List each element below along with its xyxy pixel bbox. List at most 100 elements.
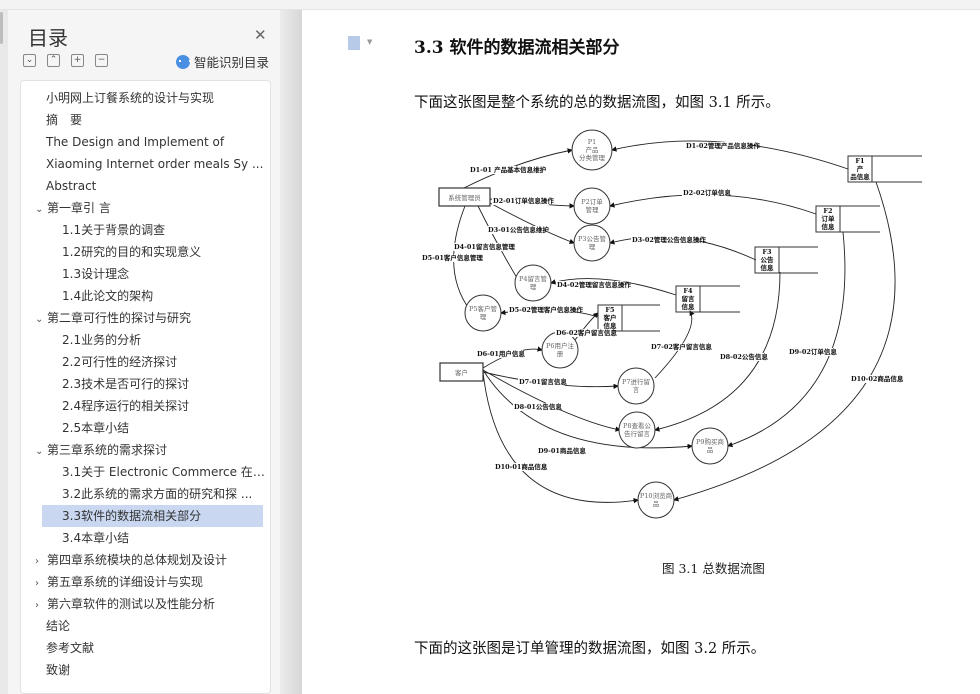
process-label: 册 (557, 350, 564, 358)
process-label: 品 (707, 446, 714, 454)
toc-item[interactable]: 3.3软件的数据流相关部分 (42, 505, 263, 527)
flow-label-bg (682, 189, 729, 197)
flow-arrow (727, 231, 846, 448)
process-label: 品 (653, 500, 660, 508)
flow-arrow (550, 278, 677, 296)
process-label: P8查看公 (623, 421, 652, 430)
flow-label: D9-02订单信息 (789, 347, 837, 356)
flow-label-bg (850, 375, 902, 383)
process-label: P2订单 (581, 197, 603, 206)
process-label: 言 (633, 385, 640, 394)
flow-arrow (482, 371, 639, 504)
process-label: 理 (480, 313, 487, 321)
flow-label: D6-01用户信息 (477, 349, 525, 358)
flow-label-bg (492, 197, 550, 205)
figure-caption: 图 3.1 总数据流图 (662, 561, 765, 576)
toc-item[interactable]: ›第四章系统模块的总体规划及设计 (21, 549, 266, 571)
smart-toc-icon (176, 54, 191, 69)
process-node (637, 481, 675, 519)
toc-item[interactable]: ›第五章系统的详细设计与实现 (21, 571, 266, 593)
flow-label-bg (537, 447, 584, 455)
chevron-down-icon[interactable]: ⌄ (35, 314, 44, 325)
paragraph: 下面这张图是整个系统的总的数据流图，如图 3.1 所示。 (414, 95, 780, 111)
expand-all-icon[interactable]: ⌄ (23, 54, 36, 67)
process-node (571, 129, 613, 171)
store-label: 留言 (682, 294, 696, 303)
chevron-down-icon[interactable]: ⌄ (35, 204, 44, 215)
chevron-down-icon[interactable]: ▼ (367, 38, 373, 46)
flow-label: D9-01商品信息 (538, 446, 586, 455)
store-label: 公告 (761, 255, 775, 264)
process-label: 告行留言 (624, 429, 651, 438)
entity-label: 系统管理员 (448, 193, 481, 202)
process-node (573, 224, 611, 262)
add-level-icon[interactable]: + (71, 54, 84, 67)
store-label: 品信息 (850, 172, 870, 181)
smart-toc-button[interactable]: 智能识别目录 (176, 52, 269, 71)
chevron-right-icon[interactable]: › (35, 578, 39, 589)
data-store (675, 285, 740, 313)
flow-label: D2-01订单信息操作 (493, 196, 554, 205)
flow-arrow (489, 202, 575, 244)
toc-item[interactable]: ⌄第一章引 言 (21, 197, 266, 219)
toc-toolbar: ⌄ ⌃ + − (23, 54, 108, 67)
entity-label: 客户 (455, 368, 468, 377)
process-node (464, 294, 502, 332)
flow-label: D4-01留言信息管理 (454, 242, 515, 251)
data-store (597, 304, 660, 332)
entity-customer (439, 362, 484, 382)
top-toolbar-strip (0, 0, 980, 10)
flow-label-bg (508, 306, 576, 314)
remove-level-icon[interactable]: − (95, 54, 108, 67)
toc-item[interactable]: ⌄第三章系统的需求探讨 (21, 439, 266, 461)
toc-title: 目录 (28, 26, 68, 50)
entity-admin (438, 187, 491, 207)
process-label: P7进行留 (622, 377, 650, 386)
flow-label-bg (513, 403, 560, 411)
process-label: P10浏览商 (640, 491, 673, 500)
flow-label: D1-01 产品基本信息维护 (470, 165, 547, 174)
store-label: F3 (762, 248, 772, 256)
process-label: 产品 (586, 145, 599, 154)
flow-label-bg (555, 329, 613, 337)
close-icon[interactable]: ✕ (254, 26, 267, 44)
process-label: P9购买商 (696, 437, 725, 446)
data-store (754, 246, 818, 274)
toc-item[interactable]: ›第六章软件的测试以及性能分析 (21, 593, 266, 615)
flow-label-bg (556, 281, 624, 289)
process-label: P6用户注 (546, 341, 575, 350)
collapse-all-icon[interactable]: ⌃ (47, 54, 60, 67)
chevron-right-icon[interactable]: › (35, 600, 39, 611)
flow-label: D5-02管理客户信息操作 (509, 305, 583, 314)
left-scrollbar[interactable] (0, 12, 3, 44)
store-label: 信息 (822, 222, 836, 231)
document-page (302, 10, 980, 694)
flow-label-bg (421, 254, 479, 262)
document-icon[interactable] (348, 36, 360, 50)
flow-label-bg (518, 378, 565, 386)
store-label: F4 (683, 287, 693, 295)
chevron-down-icon[interactable]: ⌄ (35, 446, 44, 457)
process-label: 理 (589, 243, 596, 251)
flow-label: D4-02管理留言信息操作 (557, 280, 631, 289)
process-node (514, 264, 552, 302)
flow-label-bg (469, 166, 542, 174)
store-label: 订单 (822, 214, 836, 223)
flow-label: D10-02商品信息 (851, 374, 904, 383)
flow-label-bg (487, 226, 545, 234)
flow-label: D7-01留言信息 (519, 377, 567, 386)
toc-item[interactable]: ⌄第二章可行性的探讨与研究 (21, 307, 266, 329)
smart-toc-label: 智能识别目录 (194, 55, 270, 70)
store-label: 信息 (761, 263, 775, 272)
flow-label-bg (631, 236, 699, 244)
process-label: P3公告管 (578, 234, 607, 243)
flow-arrow (654, 271, 781, 432)
process-node (573, 187, 611, 225)
process-label: 分类管理 (579, 153, 606, 162)
flow-arrow (482, 369, 693, 450)
chevron-right-icon[interactable]: › (35, 556, 39, 567)
flow-label: D3-02管理公告信息操作 (632, 235, 706, 244)
flow-arrow (482, 369, 621, 432)
